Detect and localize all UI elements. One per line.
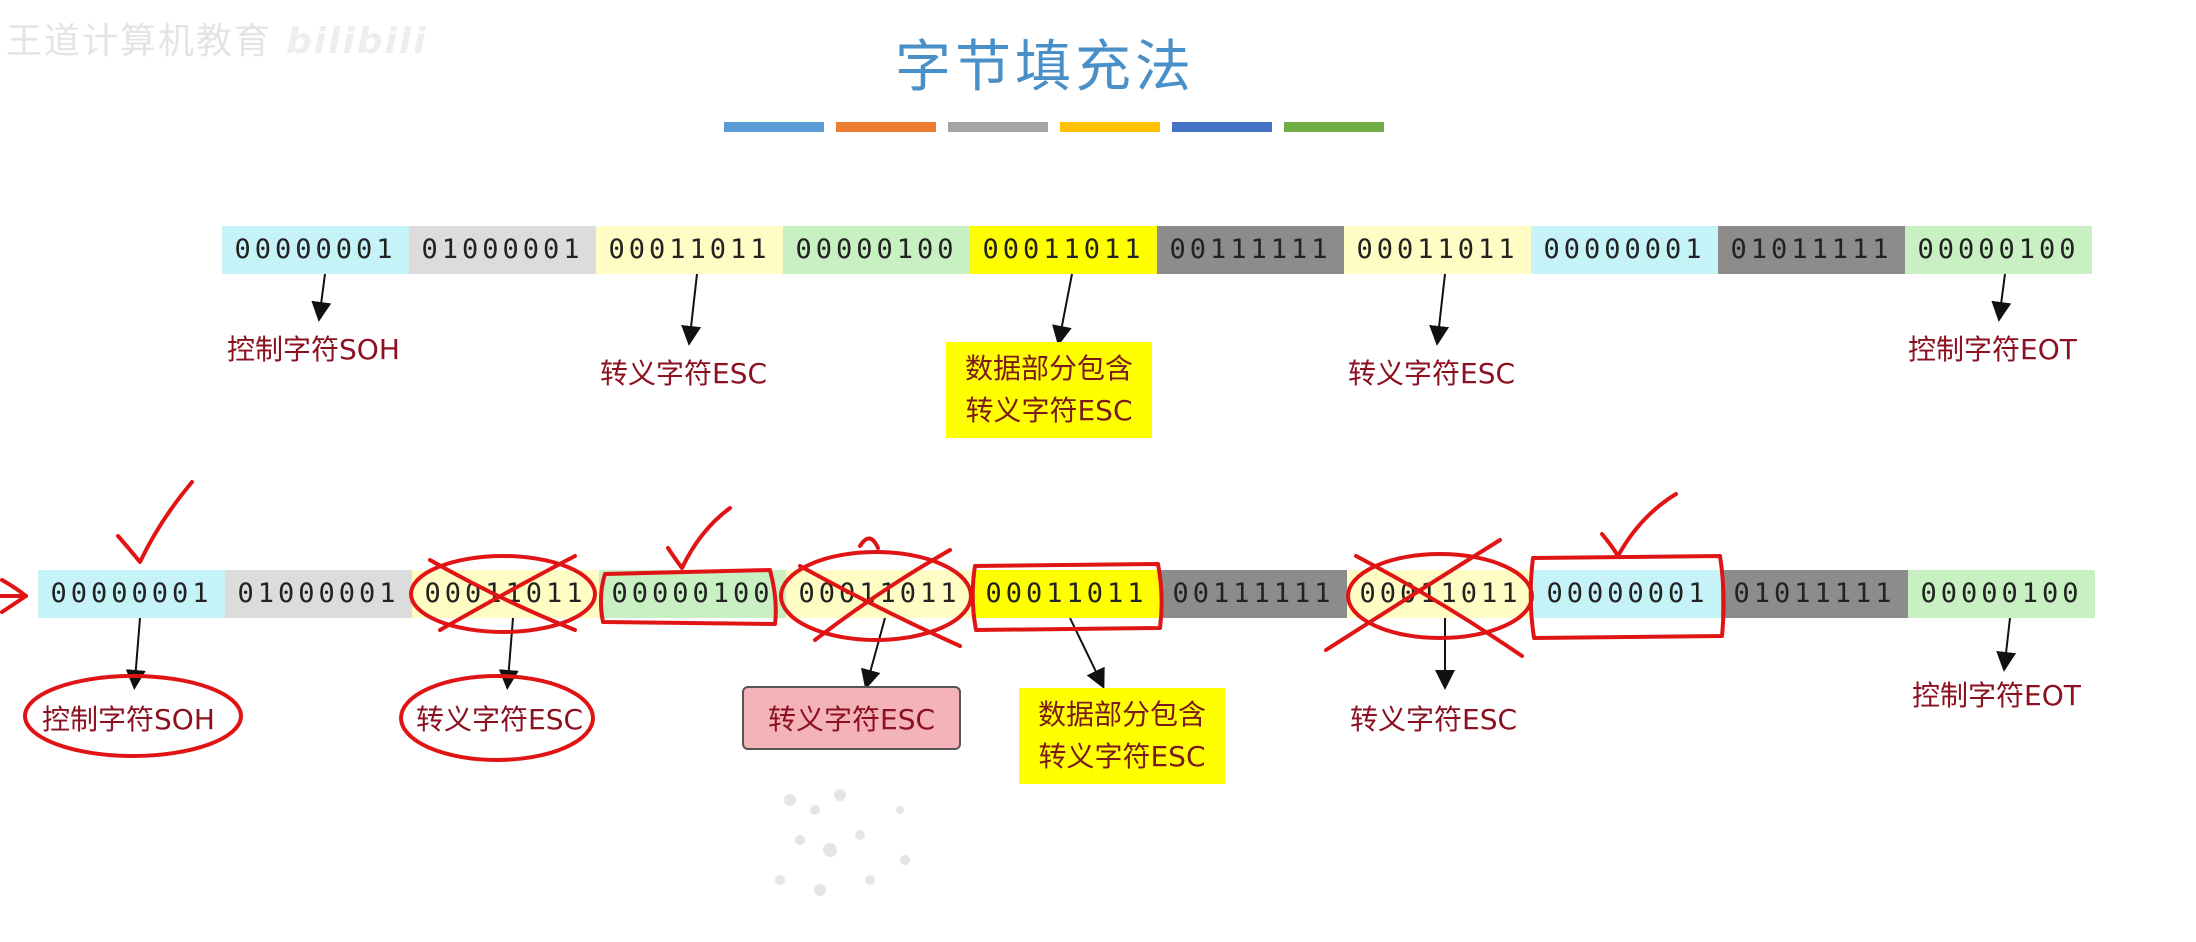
label-line: 转义字符ESC — [965, 394, 1133, 427]
label-esc: 转义字符ESC — [1350, 703, 1518, 736]
byte-cell: 00011011 — [1347, 570, 1534, 618]
byte-cell: 00000001 — [222, 226, 409, 274]
arrow — [1996, 617, 2017, 672]
byte-cell: 00000100 — [1908, 570, 2095, 618]
arrow — [498, 617, 519, 690]
arrow — [1991, 273, 2012, 322]
byte-cell: 00000001 — [38, 570, 225, 618]
byte-cell: 00011011 — [596, 226, 783, 274]
arrow — [1429, 273, 1450, 346]
check-mark-icon — [1600, 492, 1678, 558]
label-eot: 控制字符EOT — [1908, 333, 2077, 366]
color-bar — [724, 122, 824, 132]
check-mark-icon — [116, 480, 194, 564]
byte-cell: 01011111 — [1721, 570, 1908, 618]
label-line: 转义字符ESC — [1038, 740, 1206, 773]
byte-cell: 00000001 — [1534, 570, 1721, 618]
byte-cell: 00011011 — [973, 570, 1160, 618]
label-esc: 转义字符ESC — [600, 357, 768, 390]
label-line: 数据部分包含 — [964, 352, 1133, 385]
color-bar — [836, 122, 936, 132]
watermark-text: 王道计算机教育 — [6, 21, 273, 62]
byte-cell: 00000001 — [1531, 226, 1718, 274]
label-soh: 控制字符SOH — [42, 703, 215, 736]
color-bar — [1060, 122, 1160, 132]
arrow — [681, 273, 702, 346]
color-bar — [1172, 122, 1272, 132]
byte-cell: 00000100 — [599, 570, 786, 618]
label-soh: 控制字符SOH — [227, 333, 400, 366]
label-esc: 转义字符ESC — [1348, 357, 1516, 390]
byte-cell: 00111111 — [1160, 570, 1347, 618]
arrow — [1052, 273, 1073, 346]
label-data-contains-esc: 数据部分包含 转义字符ESC — [1019, 688, 1225, 784]
arrow — [1069, 617, 1105, 690]
bilibili-logo: bilibili — [286, 21, 428, 62]
original-frame-row: 00000001 01000001 00011011 00000100 0001… — [222, 226, 2092, 274]
arrow — [311, 273, 332, 322]
byte-cell: 00011011 — [786, 570, 973, 618]
red-scribble-mark — [858, 536, 880, 550]
byte-cell: 00000100 — [1905, 226, 2092, 274]
label-data-contains-esc: 数据部分包含 转义字符ESC — [946, 342, 1152, 438]
red-arrow-mark — [0, 578, 28, 614]
color-bar — [1284, 122, 1384, 132]
byte-cell: 01000001 — [409, 226, 596, 274]
byte-cell: 00011011 — [970, 226, 1157, 274]
label-eot: 控制字符EOT — [1912, 679, 2081, 712]
color-bar-strip — [724, 122, 1384, 132]
label-line: 数据部分包含 — [1037, 698, 1206, 731]
label-esc: 转义字符ESC — [416, 703, 584, 736]
watermark: 王道计算机教育 bilibili — [6, 12, 428, 64]
byte-cell: 00011011 — [1344, 226, 1531, 274]
slide-title: 字节填充法 — [895, 35, 1195, 100]
color-bar — [948, 122, 1048, 132]
byte-cell: 01000001 — [225, 570, 412, 618]
byte-cell: 00111111 — [1157, 226, 1344, 274]
stuffed-frame-row: 00000001 01000001 00011011 00000100 0001… — [38, 570, 2095, 618]
check-mark-icon — [666, 506, 732, 570]
arrow — [125, 617, 146, 690]
arrow — [861, 617, 886, 690]
byte-cell: 00011011 — [412, 570, 599, 618]
label-added-esc: 转义字符ESC — [742, 686, 962, 750]
byte-cell: 01011111 — [1718, 226, 1905, 274]
byte-cell: 00000100 — [783, 226, 970, 274]
